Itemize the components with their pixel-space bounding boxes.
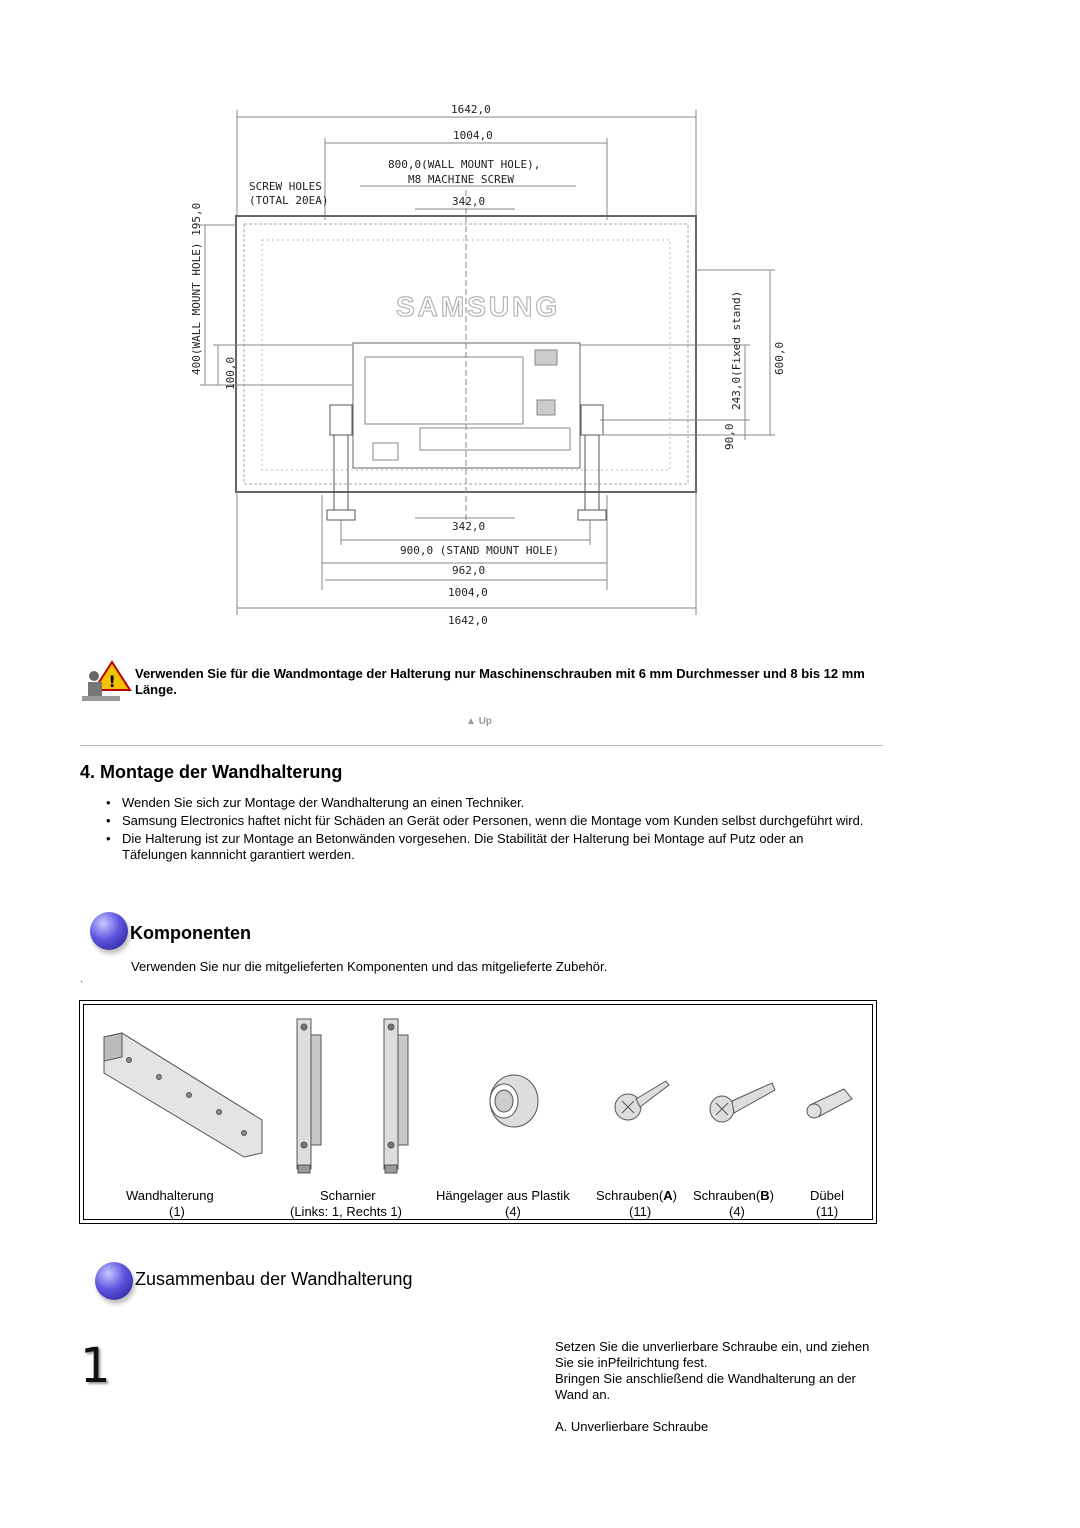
component-name: Dübel [810,1188,844,1203]
komponenten-description: Verwenden Sie nur die mitgelieferten Kom… [131,959,608,974]
component-count: (11) [816,1204,839,1219]
components-table: Wandhalterung (1) Scharnier (Links: 1, R… [79,1000,877,1224]
step-text-1: Setzen Sie die unverlierbare Schraube ei… [555,1339,870,1370]
dim-top-total: 1642,0 [451,103,491,116]
dim-screw-total: (TOTAL 20EA) [249,194,328,207]
step-instructions: Setzen Sie die unverlierbare Schraube ei… [555,1339,885,1435]
plastic-hanger-icon [489,1074,539,1128]
dim-top-inner: 1004,0 [453,129,493,142]
list-item: Wenden Sie sich zur Montage der Wandhalt… [106,795,866,811]
wall-mount-dimension-drawing: 1642,0 1004,0 800,0(WALL MOUNT HOLE), M8… [190,103,786,627]
warning-text: Verwenden Sie für die Wandmontage der Ha… [135,666,865,697]
wall-bracket-icon [103,1032,263,1158]
up-link[interactable]: ▲ Up [466,716,493,727]
hinge-left-icon [296,1018,322,1174]
component-name: Schrauben(A) [596,1188,677,1203]
dim-stand-mount: 900,0 (STAND MOUNT HOLE) [400,544,559,557]
hinge-right-icon [383,1018,409,1174]
dim-fixed-stand: 243,0(Fixed stand) [730,291,743,410]
components-illustrations [103,1018,853,1174]
component-count: (4) [729,1204,745,1219]
dim-left-wall: 400(WALL MOUNT HOLE) 195,0 [190,203,203,375]
component-count: (1) [169,1204,185,1219]
component-count: (Links: 1, Rechts 1) [290,1204,402,1219]
component-name: Scharnier [320,1188,376,1203]
component-name: Wandhalterung [126,1188,214,1203]
dim-m8: M8 MACHINE SCREW [408,173,514,186]
dim-bottom-342: 342,0 [452,520,485,533]
component-count: (4) [505,1204,521,1219]
dim-bottom-1004: 1004,0 [448,586,488,599]
samsung-logo-text: SAMSUNG [396,291,560,322]
dim-bottom-962: 962,0 [452,564,485,577]
list-item: Samsung Electronics haftet nicht für Sch… [106,813,866,829]
dim-bottom-1642: 1642,0 [448,614,488,627]
screw-a-icon [614,1080,670,1121]
component-name: Schrauben(B) [693,1188,774,1203]
up-label: Up [478,716,493,727]
svg-text:!: ! [109,672,116,691]
dowel-icon [806,1088,853,1119]
notes-list: Wenden Sie sich zur Montage der Wandhalt… [106,795,866,865]
section-divider [80,745,883,746]
sphere-bullet-icon [90,912,128,950]
dim-right-90: 90,0 [723,424,736,451]
component-name: Hängelager aus Plastik [436,1188,570,1203]
dim-wall-mount: 800,0(WALL MOUNT HOLE), [388,158,540,171]
list-item: Die Halterung ist zur Montage an Betonwä… [106,831,866,863]
dim-left-100: 100,0 [224,357,237,390]
warning-person-icon: ! [82,660,132,701]
step-number: 1 [80,1338,111,1394]
dim-screw-holes: SCREW HOLES [249,180,322,193]
sphere-bullet-icon [95,1262,133,1300]
screw-b-icon [709,1082,776,1123]
dim-top-342: 342,0 [452,195,485,208]
assembly-heading: Zusammenbau der Wandhalterung [135,1269,413,1289]
component-count: (11) [629,1204,652,1219]
dim-right-600: 600,0 [773,342,786,375]
section-title: 4. Montage der Wandhalterung [80,762,343,782]
step-text-3: A. Unverlierbare Schraube [555,1419,709,1434]
komponenten-heading: Komponenten [130,923,251,943]
stray-tick: ` [80,980,84,992]
step-text-2: Bringen Sie anschließend die Wandhalteru… [555,1371,856,1402]
